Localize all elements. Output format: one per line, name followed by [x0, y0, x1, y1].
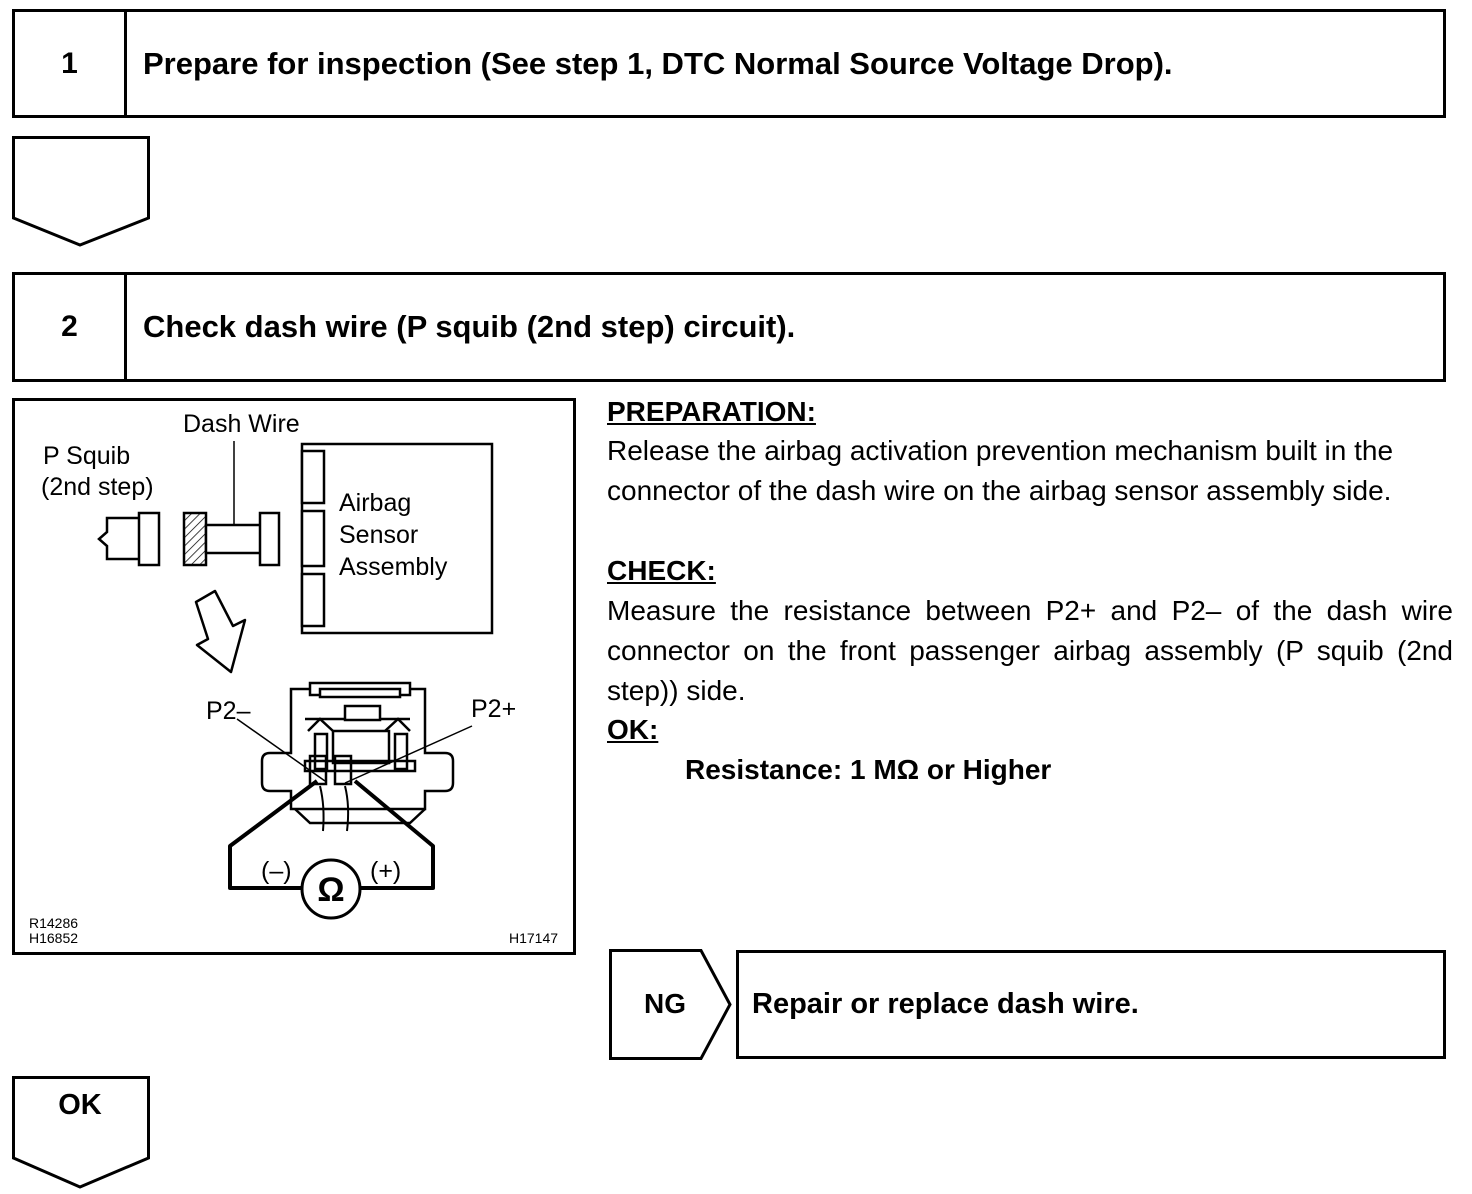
ohm-symbol: Ω — [317, 871, 344, 909]
p-squib-label-line2: (2nd step) — [41, 473, 154, 501]
step-1-number: 1 — [15, 12, 127, 115]
flow-right-arrow-icon — [609, 949, 732, 1060]
ok-flow-down-arrow-icon — [12, 1076, 150, 1189]
ng-label: NG — [644, 988, 686, 1019]
sensor-label-line3: Assembly — [339, 553, 448, 581]
step-2-box: 2 Check dash wire (P squib (2nd step) ci… — [12, 272, 1446, 382]
figure-code-3: H17147 — [509, 930, 558, 946]
dash-wire-label: Dash Wire — [183, 410, 300, 438]
check-text: Measure the resistance between P2+ and P… — [607, 595, 1453, 706]
step-2-number: 2 — [15, 275, 127, 379]
ok-spec-value: Resistance: 1 MΩ or Higher — [685, 754, 1052, 785]
step-1-box: 1 Prepare for inspection (See step 1, DT… — [12, 9, 1446, 118]
minus-lead-label: (–) — [261, 857, 292, 885]
ng-action-box: Repair or replace dash wire. — [736, 950, 1446, 1059]
wiring-diagram: Dash Wire P Squib (2nd step) Airbag Sens… — [29, 410, 558, 946]
wiring-diagram-figure: Dash Wire P Squib (2nd step) Airbag Sens… — [12, 398, 576, 955]
view-direction-arrow-icon — [194, 589, 247, 674]
plus-lead-label: (+) — [370, 857, 401, 885]
ok-heading: OK: — [607, 714, 659, 745]
ok-label: OK — [58, 1089, 102, 1121]
figure-code-2: H16852 — [29, 930, 78, 946]
step-2-title: Check dash wire (P squib (2nd step) circ… — [143, 309, 796, 344]
preparation-text: Release the airbag activation prevention… — [607, 435, 1394, 506]
p-squib-label-line1: P Squib — [43, 442, 130, 470]
p2-minus-label: P2– — [206, 697, 251, 725]
flow-down-arrow-icon — [12, 136, 150, 247]
check-heading: CHECK: — [607, 555, 716, 586]
figure-code-1: R14286 — [29, 915, 78, 931]
step-1-title: Prepare for inspection (See step 1, DTC … — [143, 45, 1173, 81]
preparation-heading: PREPARATION: — [607, 396, 816, 427]
p2-plus-label: P2+ — [471, 695, 516, 723]
sensor-label-line2: Sensor — [339, 521, 418, 549]
sensor-label-line1: Airbag — [339, 489, 411, 517]
